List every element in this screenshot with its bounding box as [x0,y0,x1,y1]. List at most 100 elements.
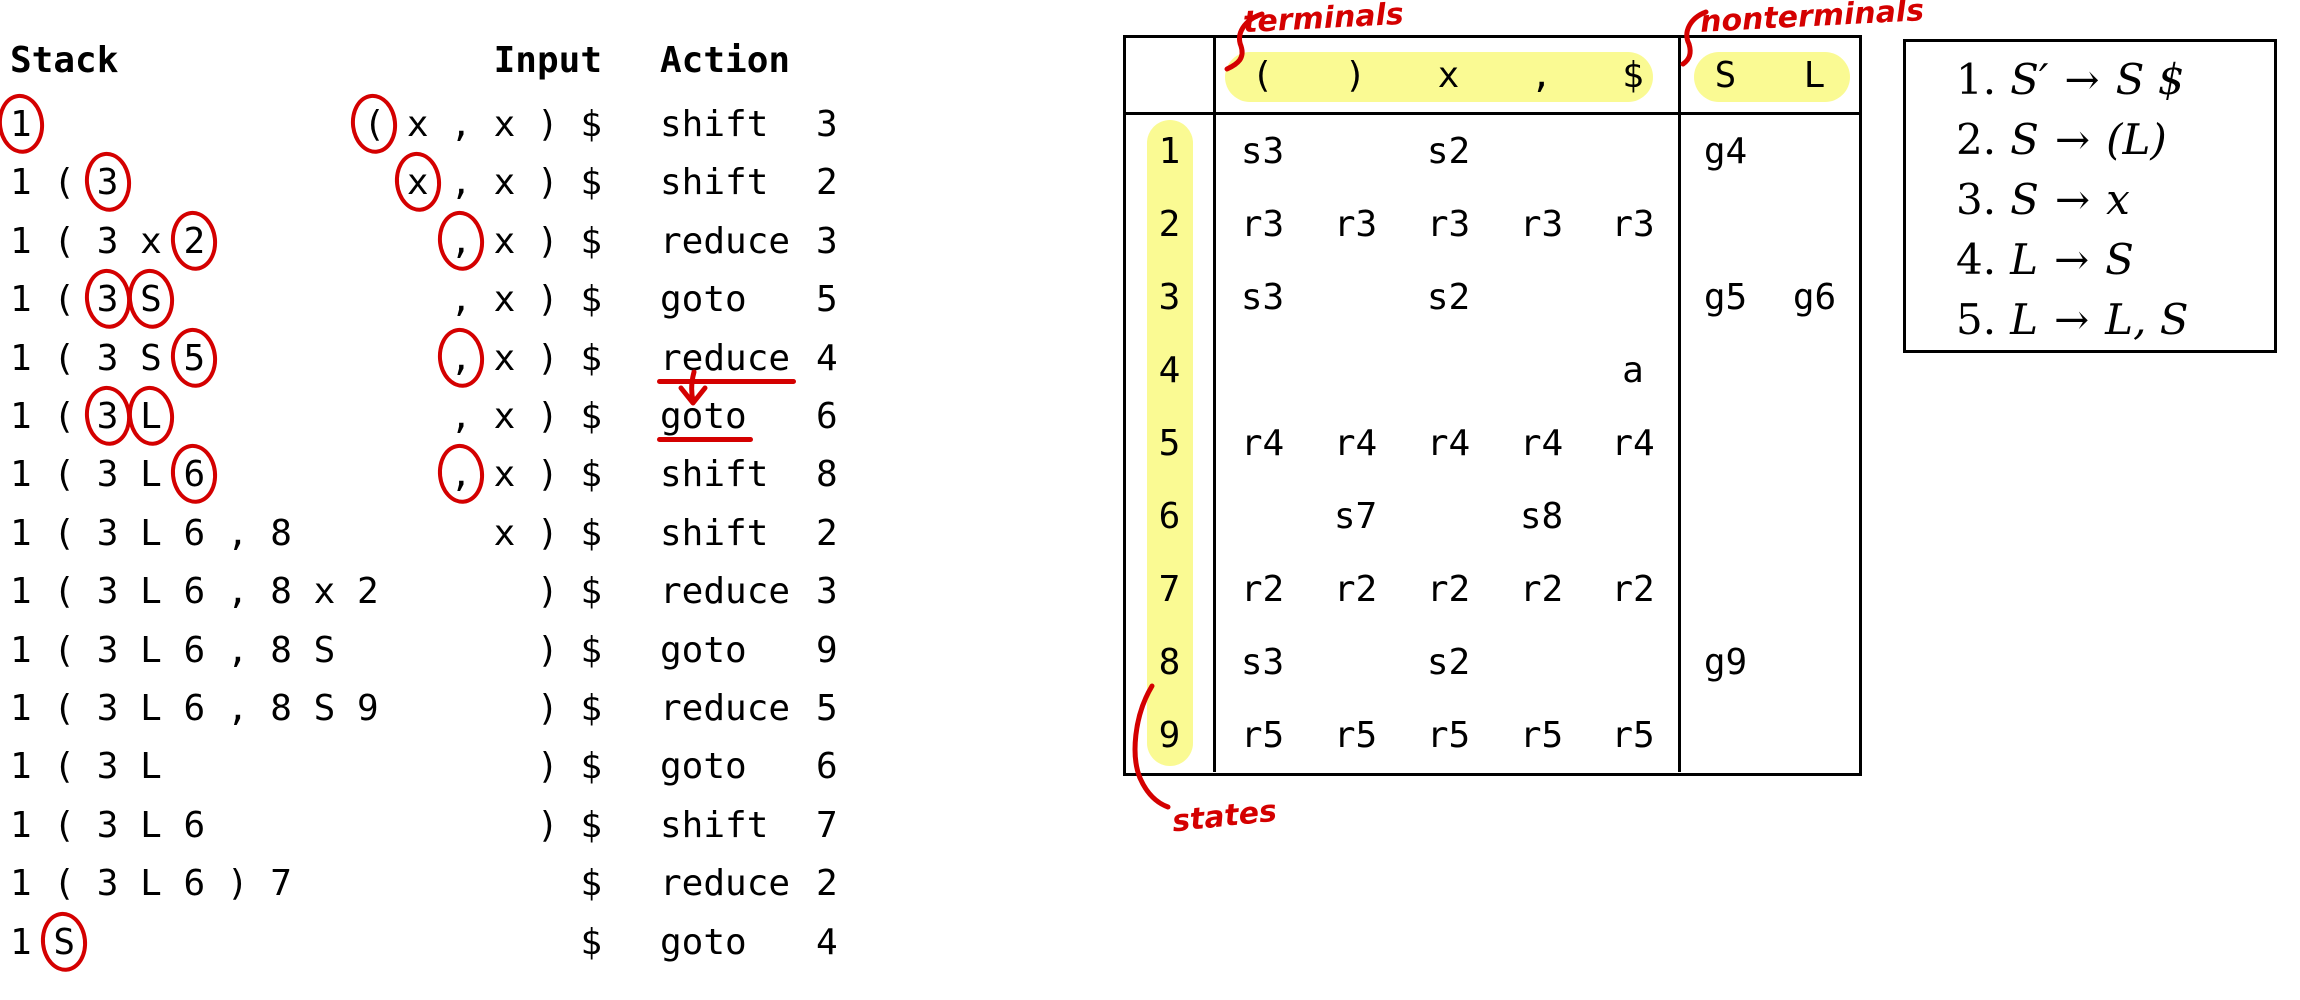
action-table-cell [1216,334,1309,407]
action-table-cell: r3 [1333,204,1378,245]
stack-cell: 1 ( 3 L 6 , 8 S [10,622,335,680]
stack-token-circled: 2 [184,213,206,271]
stack-token: 2 [357,571,379,613]
stack-token: ( [53,337,76,379]
stack-token: ( [53,279,76,321]
action-table-cell [1402,480,1495,553]
input-cell: ) $ [0,738,602,796]
input-token: x [493,279,516,321]
input-token: $ [580,396,602,437]
goto-table-cell: g4 [1703,131,1748,172]
state-cell: 2 [1126,188,1216,261]
stack-token: 6 [183,629,206,671]
goto-table-cell [1681,480,1770,553]
action-table-cell [1495,626,1588,699]
stack-token: 6 [183,512,206,554]
grammar-production: 5.L→L, S [1956,290,2274,350]
input-token: $ [580,921,602,963]
stack-token: 3 [96,804,119,846]
stack-token: ( [53,162,76,204]
input-token: , [450,396,472,437]
stack-cell: 1 ( 3 S 5 [10,330,205,388]
production-number: 4. [1956,235,1997,284]
goto-table-cell [1681,334,1770,407]
stack-token: ( [53,863,76,905]
input-token: x [493,454,516,496]
input-cell: , x ) $ [0,446,602,504]
action-number: 5 [816,688,838,729]
input-token: ) [536,396,559,437]
input-token: $ [580,337,602,379]
action-table-cell: s2 [1426,131,1471,172]
arrow-icon: → [2054,175,2091,224]
stack-token: 3 [96,337,119,379]
production-rhs: x [2106,175,2130,224]
stack-token: ( [53,804,76,846]
stack-token: 8 [270,512,292,554]
action-word: goto [660,629,747,671]
stack-token-circled: 1 [10,96,32,154]
stack-cell: 1 [10,96,32,154]
production-number: 3. [1956,175,1997,224]
production-rhs: S $ [2115,55,2185,104]
production-lhs: L [2010,235,2038,284]
grammar-production: 2.S→(L) [1956,110,2274,170]
action-table-cell [1495,261,1588,334]
action-number: 2 [816,512,838,554]
action-number: 3 [816,571,838,613]
input-column-header: Input [493,40,602,81]
state-cell: 3 [1126,261,1216,334]
nonterminal-header-cell: S [1681,38,1770,115]
stack-cell: 1 ( 3 L [10,738,162,796]
stack-token: 3 [96,571,119,613]
input-token: ) [536,688,559,729]
action-table-cell: r5 [1519,715,1564,756]
input-token: $ [580,279,602,321]
stack-token-circled: L [140,388,162,446]
input-token: , [450,279,472,321]
stack-token: 1 [10,337,32,379]
action-word: reduce [660,220,791,262]
stack-cell: 1 ( 3 x 2 [10,213,205,271]
stack-token: 3 [96,220,119,262]
action-table-cell: r4 [1519,423,1564,464]
action-table-cell: r3 [1426,204,1471,245]
stack-token: x [140,220,162,262]
action-number: 2 [816,863,838,905]
stack-token: ( [53,571,76,613]
stack-token: 1 [10,921,32,963]
stack-token: 8 [270,688,292,729]
stack-cell: 1 ( 3 L [10,388,162,446]
production-number: 1. [1956,55,1997,104]
action-number: 6 [816,746,838,788]
stack-token: 1 [10,279,32,321]
goto-table-cell [1770,334,1859,407]
action-number: 4 [816,337,838,379]
stack-token: 1 [10,454,32,496]
input-cell: x ) $ [0,505,602,563]
input-cell: $ [0,855,602,913]
input-token: $ [580,162,602,204]
action-word: reduce [660,863,791,905]
goto-table-cell [1681,188,1770,261]
action-number: 7 [816,804,838,846]
action-table-cell: r2 [1588,553,1681,626]
stack-token-circled: 3 [97,271,119,329]
goto-table-cell: g5 [1703,277,1748,318]
input-token-circled: , [450,446,472,504]
stack-token: S [140,337,162,379]
stack-token: ( [53,454,76,496]
state-cell: 5 [1126,407,1216,480]
stack-token: ( [53,396,76,437]
action-table-cell: r4 [1333,423,1378,464]
action-table-cell [1402,334,1495,407]
production-rhs: S [2105,235,2134,284]
goto-table-cell: g9 [1703,642,1748,683]
terminals-annotation: terminals [1242,0,1405,41]
action-table-cell [1309,626,1402,699]
action-number: 6 [816,396,838,437]
